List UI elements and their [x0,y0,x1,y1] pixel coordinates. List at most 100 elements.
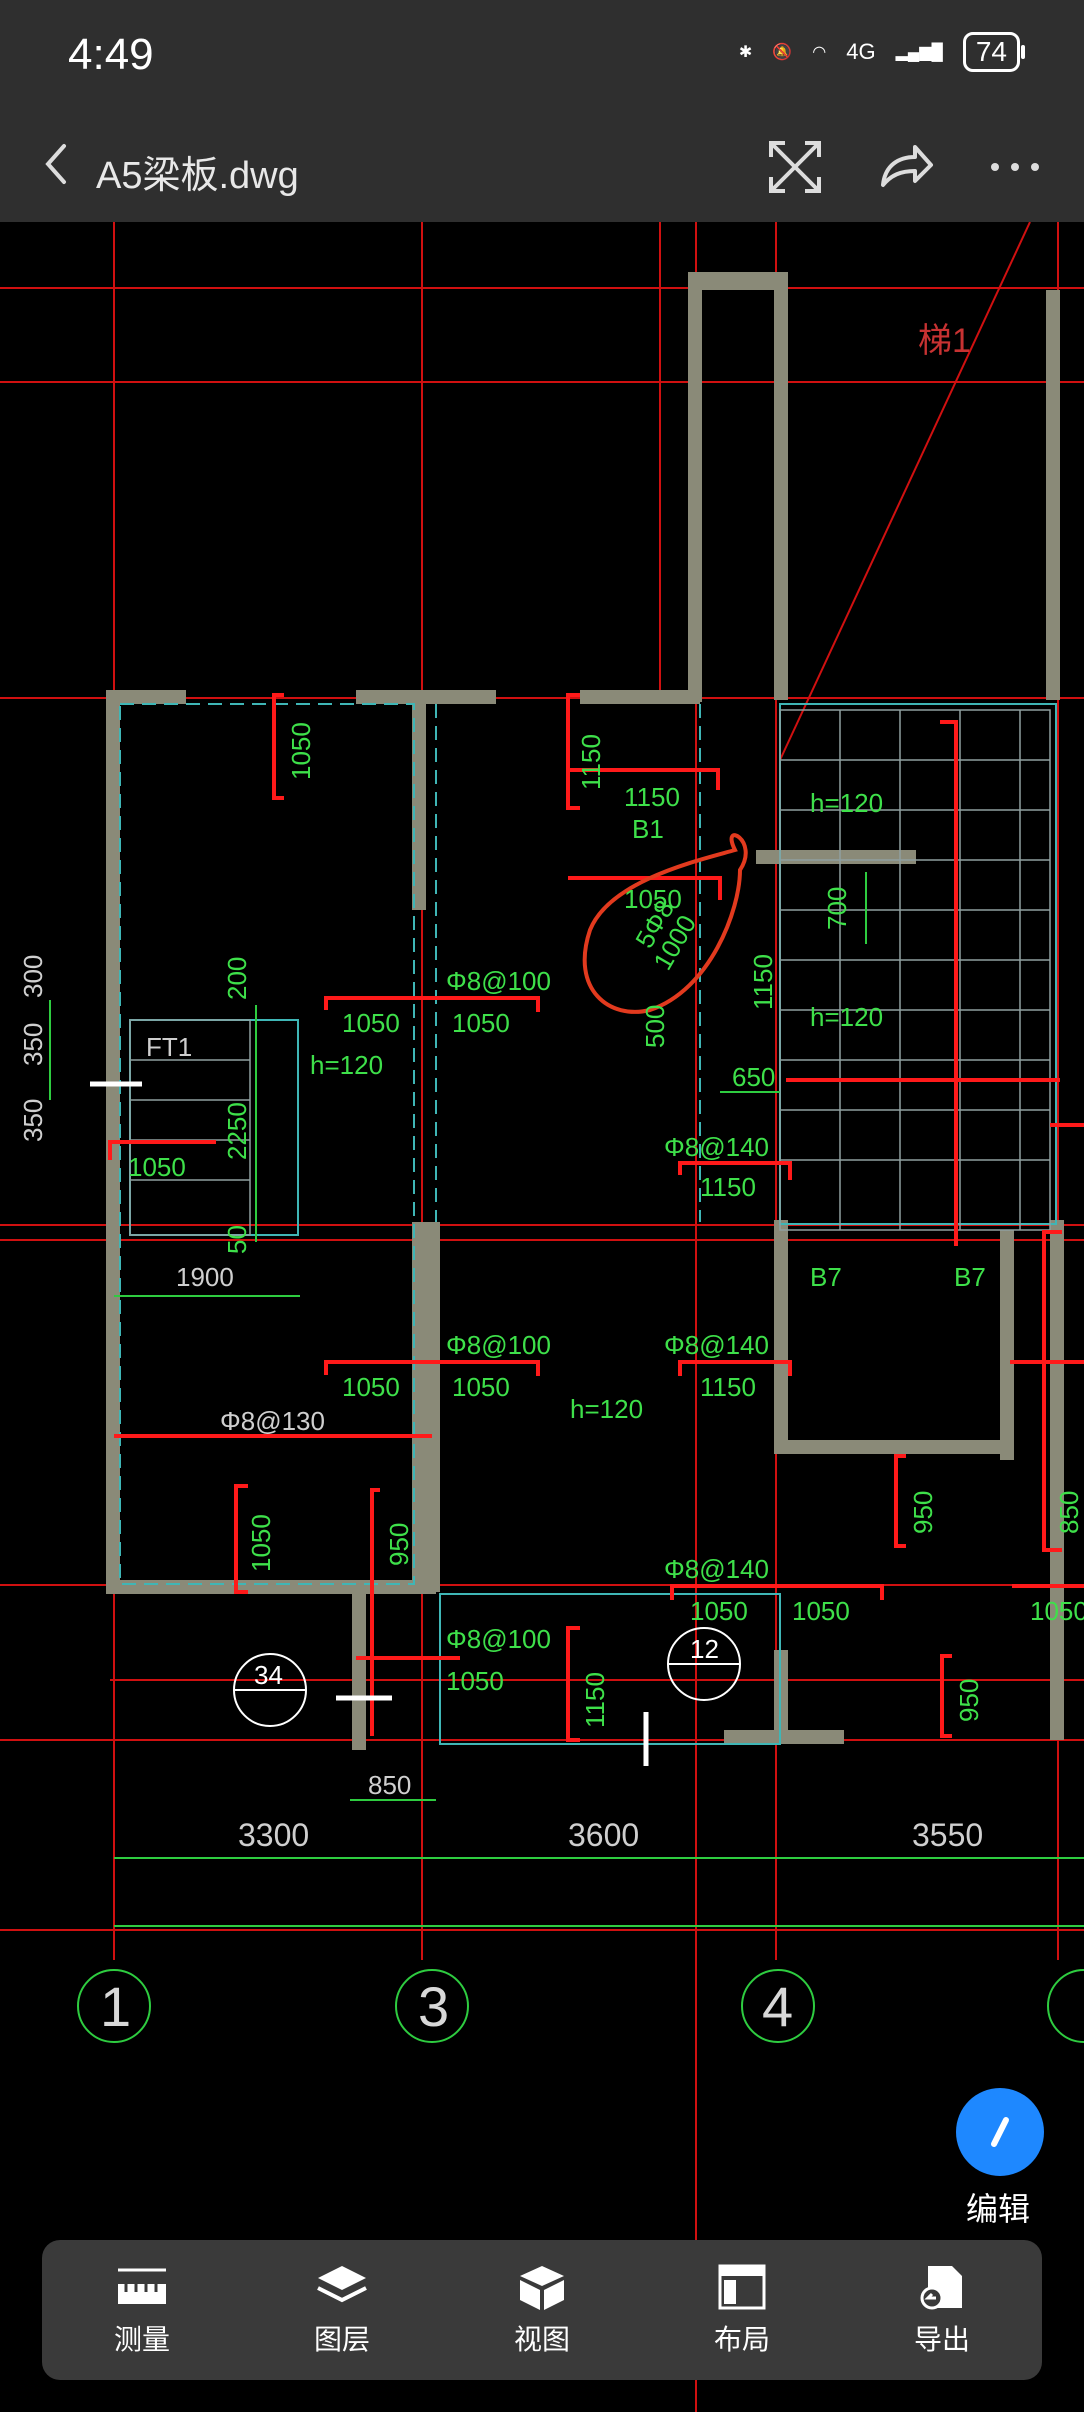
status-icons: ✱ 🔕 ◠ 4G ▂▄▆█ 74 [738,32,1026,72]
label-1050-c: 1050 [128,1152,186,1182]
label-50: 50 [222,1225,252,1254]
label-1050-g: 1050 [452,1372,510,1402]
label-1050-h: 1050 [246,1514,276,1572]
label-1050-k: 1050 [792,1596,850,1626]
pencil-icon [991,2117,1009,2147]
label-350-a: 350 [18,1023,48,1066]
hatch-area [129,709,1051,1236]
fullscreen-icon [769,141,821,193]
edit-button[interactable] [956,2088,1044,2176]
grid-lines [0,222,1084,2412]
dim-3550: 3550 [912,1817,983,1853]
title-bar: A5梁板.dwg [0,112,1084,222]
status-time: 4:49 [68,30,154,79]
label-1150-a: 1150 [576,734,606,790]
signal-icon: ▂▄▆█ [895,44,943,61]
axis-1: 1 [100,1975,131,2038]
label-1150-f: 1150 [580,1672,610,1728]
dim-3300: 3300 [238,1817,309,1853]
label-1050-e: 1050 [452,1008,510,1038]
toolbar-measure-label: 测量 [113,2324,170,2355]
mute-icon: 🔕 [772,44,793,61]
label-phi8-140-b: Φ8@140 [664,1330,769,1360]
label-650: 650 [732,1062,775,1092]
label-phi8-100-a: Φ8@100 [446,966,551,996]
toolbar-layout-label: 布局 [713,2324,770,2355]
toolbar-export[interactable]: 导出 [862,2262,1022,2358]
toolbar-layers-label: 图层 [313,2324,370,2355]
toolbar-measure[interactable]: 测量 [62,2262,222,2358]
more-icon [991,163,1039,171]
share-icon [881,145,933,187]
label-200: 200 [222,957,252,1000]
label-ft1: FT1 [146,1032,192,1062]
label-1150-c: 1150 [748,954,778,1010]
label-950-a: 950 [384,1523,414,1566]
wifi-icon: ◠ [812,44,827,61]
label-1050-j: 1050 [690,1596,748,1626]
chevron-left-icon [45,144,66,184]
file-name: A5梁板.dwg [96,155,299,197]
dim-3600: 3600 [568,1817,639,1853]
axis-3: 3 [418,1975,449,2038]
label-h120-b: h=120 [810,1002,883,1032]
label-1150-e: 1150 [700,1372,756,1402]
bluetooth-icon: ✱ [738,44,753,61]
toolbar-view-label: 视图 [513,2324,570,2355]
bottom-toolbar: 测量 图层 视图 布局 导出 [42,2240,1042,2380]
label-1050-i: 1050 [446,1666,504,1696]
label-h120-d: h=120 [570,1394,643,1424]
label-phi8-100-c: Φ8@100 [446,1624,551,1654]
label-h120-c: h=120 [310,1050,383,1080]
axis-circles [77,1969,1084,2043]
stair-label: 梯1 [918,322,971,360]
toolbar-layout[interactable]: 布局 [662,2262,822,2358]
label-500: 500 [640,1005,670,1048]
fullscreen-button[interactable] [760,132,830,202]
label-1050-l: 1050 [1030,1596,1084,1626]
toolbar-view[interactable]: 视图 [462,2262,622,2358]
label-phi8-140-a: Φ8@140 [664,1132,769,1162]
label-850-a: 850 [1054,1491,1084,1534]
rebar-marks [108,693,1084,1742]
label-b7-a: B7 [810,1262,842,1292]
label-850-b: 850 [368,1770,411,1800]
detail-callouts [90,1081,741,1766]
cad-drawing-canvas[interactable]: 1050 1150 1150 B1 1050 5Φ8 1000 1150 700… [0,222,1084,2412]
label-950-c: 950 [954,1679,984,1722]
stair-diagonal [779,222,1031,761]
ruler-icon [118,2268,166,2304]
toolbar-export-label: 导出 [913,2324,970,2355]
edit-label: 编辑 [966,2191,1031,2227]
label-1150-d: 1150 [700,1172,756,1202]
status-bar: 4:49 ✱ 🔕 ◠ 4G ▂▄▆█ 74 [0,0,1084,112]
label-1900: 1900 [176,1262,234,1292]
label-phi8-100-b: Φ8@100 [446,1330,551,1360]
label-1050-d: 1050 [342,1008,400,1038]
label-1150-b: 1150 [624,782,680,812]
walls [106,272,1064,1750]
dimension-lines [49,872,1084,1927]
label-1050-a: 1050 [286,722,316,780]
axis-4: 4 [762,1975,793,2038]
toolbar-layers[interactable]: 图层 [262,2262,422,2358]
export-icon [920,2266,962,2310]
more-button[interactable] [980,132,1050,202]
cube-icon [520,2266,564,2310]
label-950-b: 950 [908,1491,938,1534]
network-type: 4G [846,39,876,64]
callout-12: 12 [690,1634,719,1664]
battery-level: 74 [975,36,1007,67]
hand-annotation [582,833,748,1014]
label-b1: B1 [632,814,664,844]
label-1050-f: 1050 [342,1372,400,1402]
label-b7-b: B7 [954,1262,986,1292]
back-button[interactable] [28,134,88,194]
label-700: 700 [822,887,852,930]
share-button[interactable] [870,132,940,202]
label-1050-b: 1050 [624,884,682,914]
label-h120-a: h=120 [810,788,883,818]
label-350-b: 350 [18,1099,48,1142]
layout-icon [718,2264,766,2310]
label-300: 300 [18,955,48,998]
